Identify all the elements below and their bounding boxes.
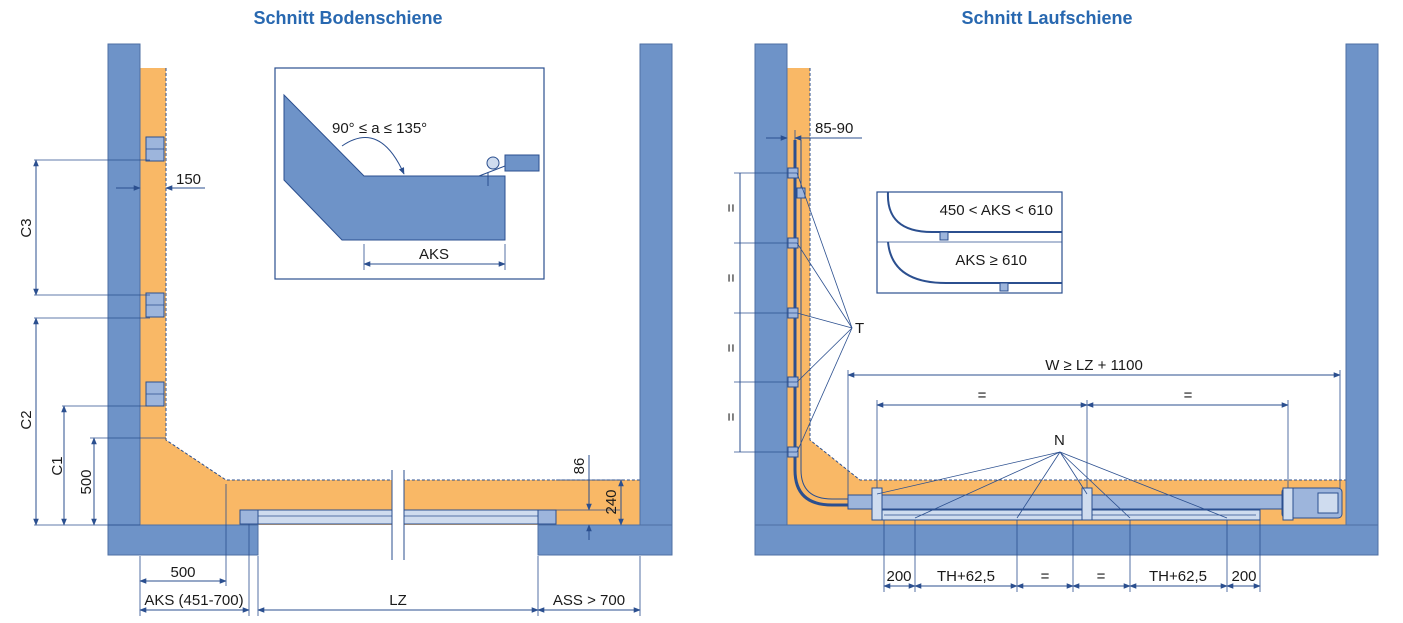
legend-range-2: AKS ≥ 610 xyxy=(955,252,1027,269)
dim-eq-bottom: = xyxy=(1097,568,1106,585)
right-fill-area xyxy=(787,68,1346,525)
dim-ass: ASS > 700 xyxy=(553,592,625,609)
dim-eq-vertical: = xyxy=(723,203,740,212)
wall-bracket xyxy=(145,292,165,318)
left-fill-contour xyxy=(165,68,640,481)
dim-eq-bottom: = xyxy=(1041,568,1050,585)
dim-eq-vertical: = xyxy=(723,273,740,282)
legend-range-1: 450 < AKS < 610 xyxy=(940,202,1053,219)
dim-86: 86 xyxy=(571,458,588,475)
dim-c3: C3 xyxy=(18,218,35,237)
right-section-laufschiene: Schnitt Laufschiene T 85-90 xyxy=(723,8,1379,592)
aks-legend: 450 < AKS < 610 AKS ≥ 610 xyxy=(876,191,1063,294)
dim-eq-vertical: = xyxy=(723,343,740,352)
dim-eq-top: = xyxy=(1184,387,1193,404)
dim-c2: C2 xyxy=(18,410,35,429)
right-title: Schnitt Laufschiene xyxy=(961,8,1132,28)
right-floor xyxy=(754,524,1379,556)
right-wall xyxy=(639,43,673,556)
dim-th-left: TH+62,5 xyxy=(937,568,995,585)
floor-right xyxy=(537,524,673,556)
dim-c1: C1 xyxy=(49,456,66,475)
dim-500-vertical: 500 xyxy=(78,469,95,494)
floor-left xyxy=(107,524,259,556)
vertical-rail xyxy=(793,140,875,507)
rail-hanger-icon xyxy=(478,156,506,186)
dim-lz: LZ xyxy=(389,592,407,609)
dim-200-left: 200 xyxy=(886,568,911,585)
dim-w: W ≥ LZ + 1100 xyxy=(1045,357,1143,374)
dim-200-right: 200 xyxy=(1231,568,1256,585)
angle-inset: 90° ≤ a ≤ 135° AKS xyxy=(274,67,545,280)
label-n: N xyxy=(1054,432,1065,449)
inset-angle-label: 90° ≤ a ≤ 135° xyxy=(332,120,427,137)
dim-150: 150 xyxy=(176,171,201,188)
dim-th-right: TH+62,5 xyxy=(1149,568,1207,585)
dim-eq-vertical: = xyxy=(723,412,740,421)
floor-rail xyxy=(239,470,557,560)
left-fill-area xyxy=(140,68,640,525)
inset-aks-label: AKS xyxy=(419,246,449,263)
dim-500-horizontal: 500 xyxy=(170,564,195,581)
dim-aks-range: AKS (451-700) xyxy=(144,592,243,609)
running-rail xyxy=(847,487,1343,521)
right-fill-contour xyxy=(809,68,1346,481)
right-left-wall xyxy=(754,43,788,556)
left-title: Schnitt Bodenschiene xyxy=(253,8,442,28)
label-t: T xyxy=(855,320,864,337)
left-section-bodenschiene: Schnitt Bodenschiene xyxy=(18,8,673,616)
dim-85-90: 85-90 xyxy=(815,120,853,137)
left-wall xyxy=(107,43,141,556)
right-right-wall xyxy=(1345,43,1379,556)
wall-bracket xyxy=(145,381,165,407)
dim-eq-top: = xyxy=(978,387,987,404)
wall-bracket xyxy=(145,136,165,162)
dim-240: 240 xyxy=(603,489,620,514)
